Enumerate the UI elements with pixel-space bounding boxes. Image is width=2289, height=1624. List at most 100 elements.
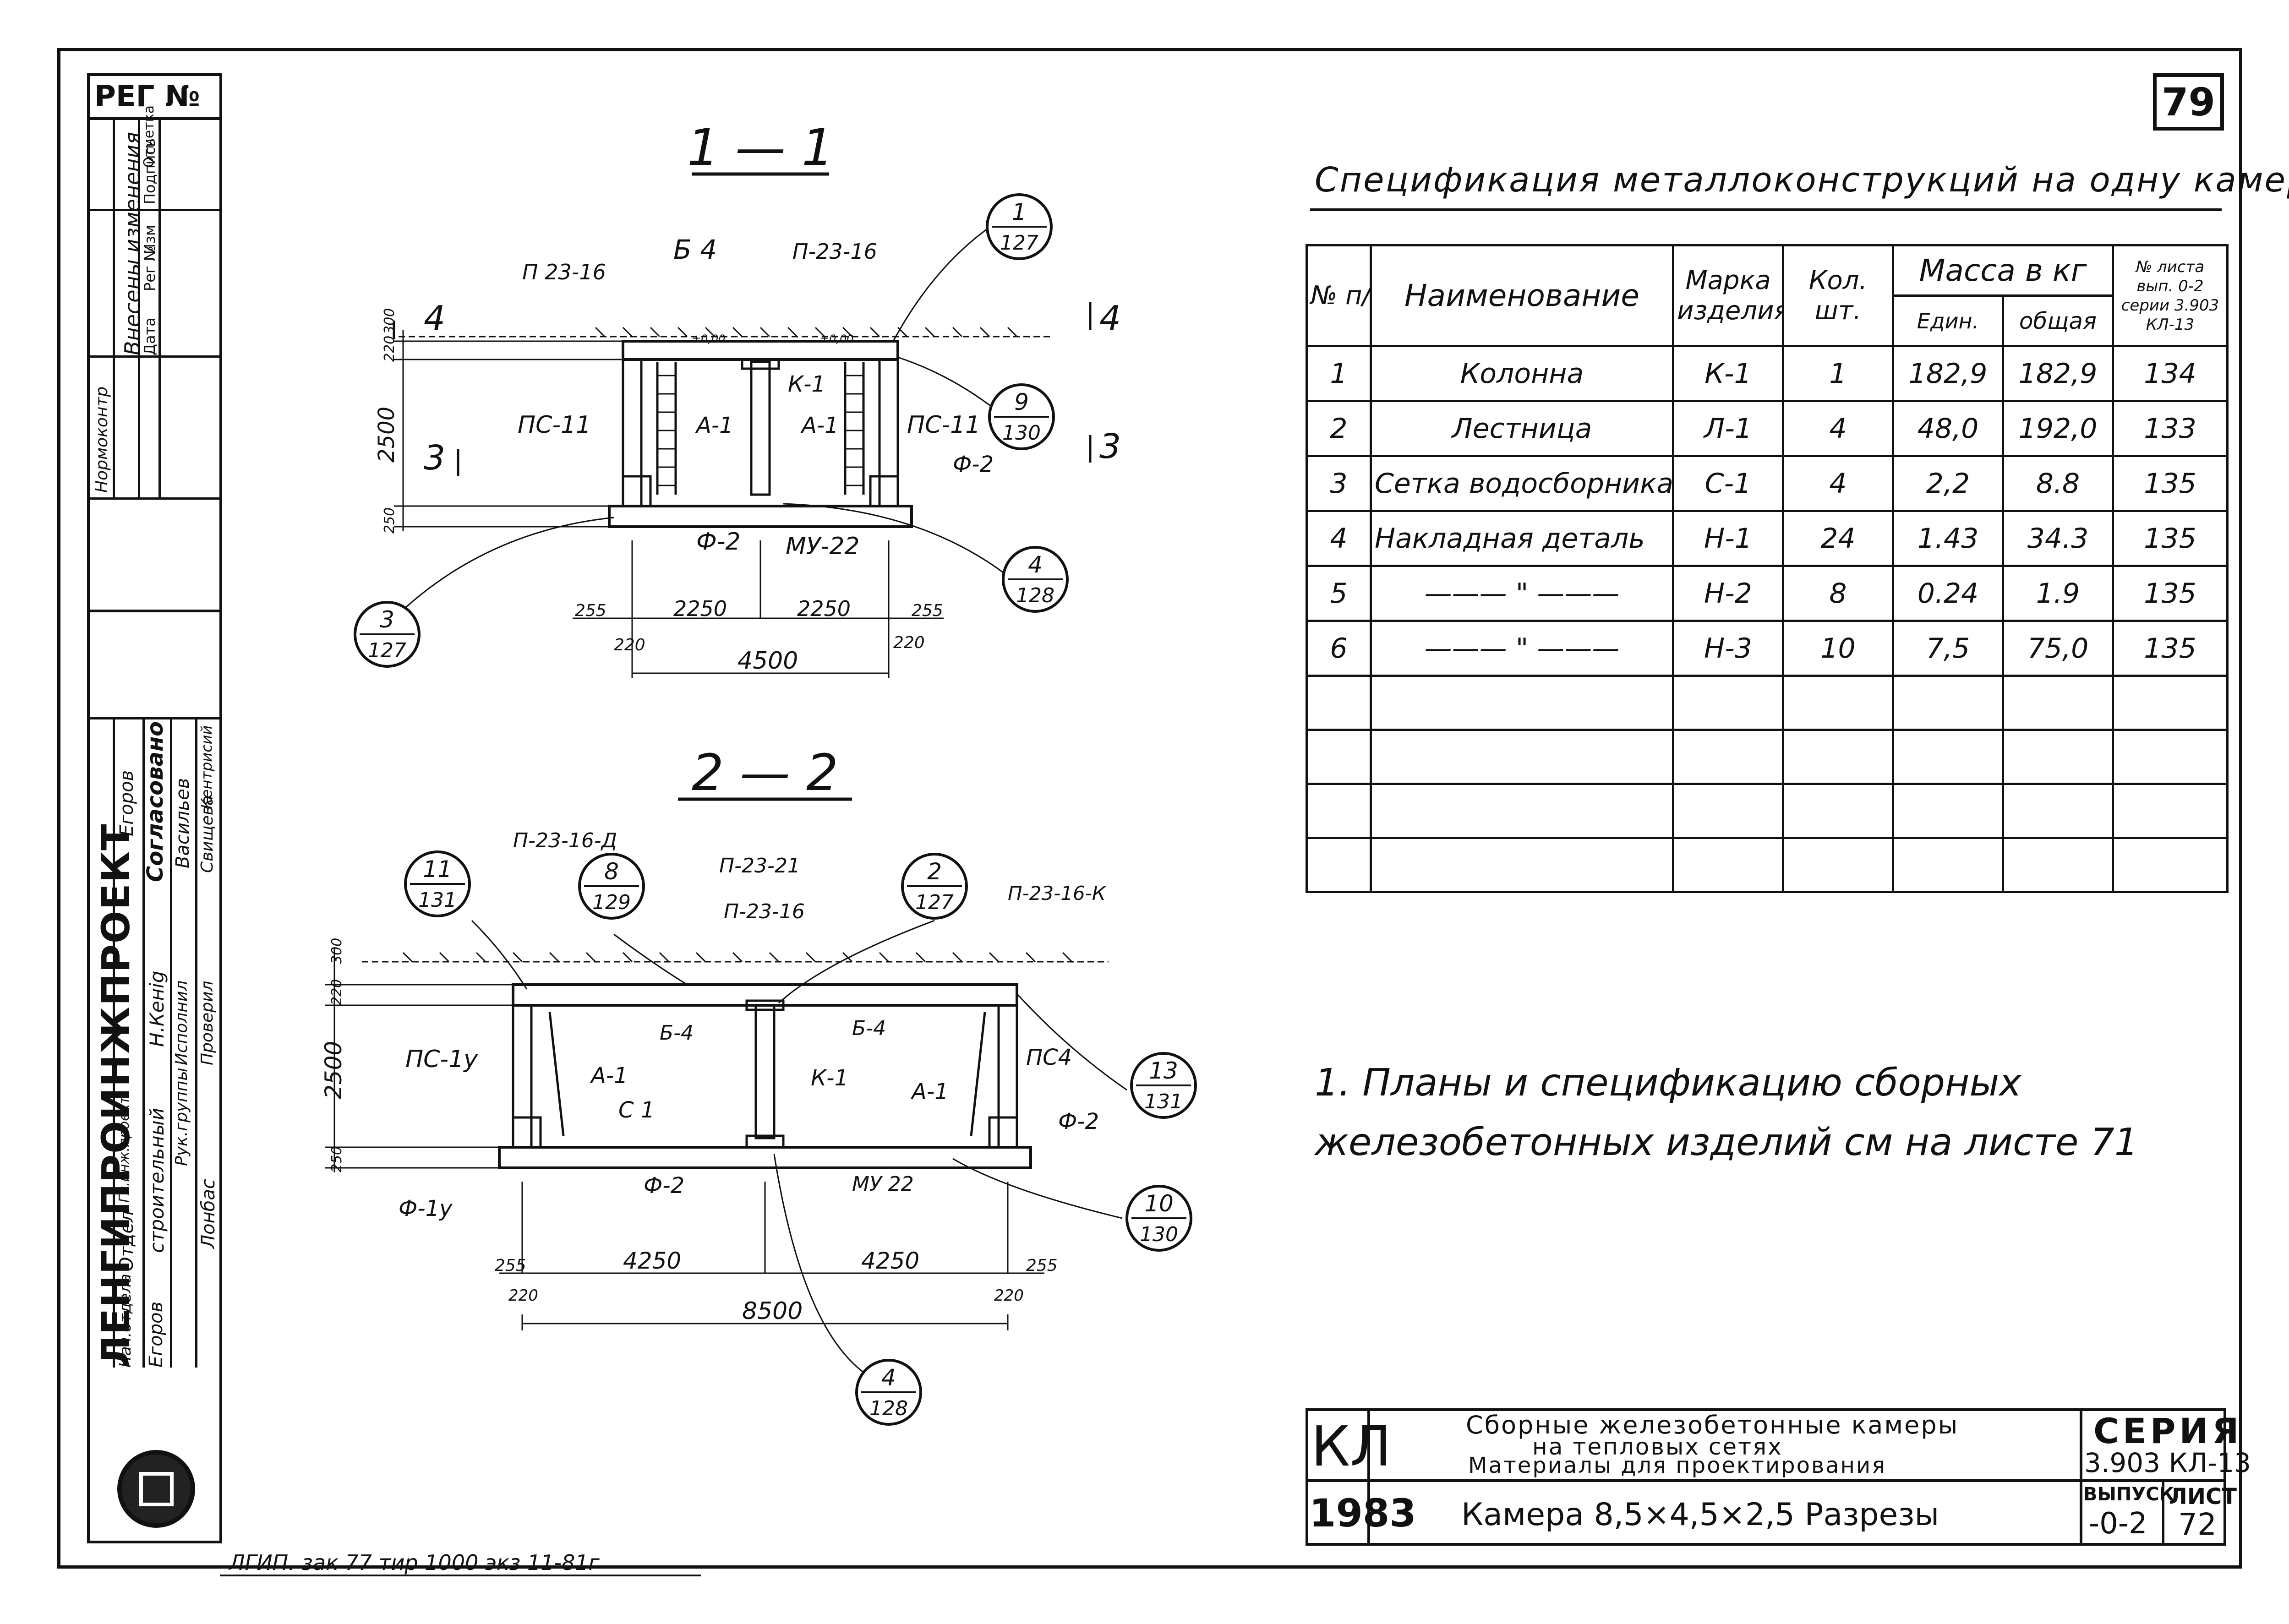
sheet-value: 72	[2178, 1507, 2217, 1542]
spec-cell-sheet: 135	[2112, 620, 2229, 677]
table-row: 1 Колонна К-1 1 182,9 182,9 134	[1306, 345, 2229, 402]
callout-s1-1-sheet: 127	[1000, 231, 1038, 255]
callout-s2-4-num: 13	[1149, 1057, 1178, 1084]
s1-dim-250v: 250	[382, 507, 398, 534]
s1-dim-220v: 220	[382, 336, 398, 362]
table-row-empty	[1306, 783, 2229, 839]
table-row: 4 Накладная деталь Н-1 24 1.43 34.3 135	[1306, 510, 2229, 567]
callout-s1-4-num: 3	[380, 606, 394, 633]
callout-s2-6-sheet: 128	[869, 1397, 908, 1420]
spec-cell-total: 75,0	[2002, 620, 2114, 677]
callout-s2-3-sheet: 127	[915, 891, 954, 914]
s1-label-a1a: А-1	[695, 413, 733, 438]
s2-label-p2316k: П-23-16-К	[1008, 882, 1107, 905]
callout-s2-3-num: 2	[927, 858, 942, 885]
section-1-title: 1 — 1	[687, 118, 834, 177]
s1-cut-4b: 4	[1099, 299, 1121, 338]
spec-cell-name: Накладная деталь	[1370, 510, 1674, 567]
s1-cut-4a: 4	[424, 299, 445, 338]
spec-cell-total: 182,9	[2002, 345, 2114, 402]
spec-header-no: № п/п	[1306, 244, 1372, 347]
callout-s1-2-sheet: 130	[1002, 421, 1041, 445]
callout-s2-2-num: 8	[604, 858, 619, 885]
s1-label-a1b: А-1	[800, 413, 839, 438]
title-block	[1306, 1408, 2226, 1546]
spec-cell-mark: К-1	[1672, 345, 1784, 402]
s1-level-b: ±0,00	[820, 332, 854, 345]
side-stamp: РЕГ № Внесены изменения Нормоконтр Дата …	[87, 73, 222, 1543]
s1-dim-2250a: 2250	[673, 596, 727, 621]
s1-dim-255b: 255	[912, 601, 943, 620]
s1-dim-255a: 255	[575, 601, 606, 620]
issue-value: -0-2	[2089, 1507, 2147, 1541]
s2-dim-2500v: 2500	[320, 1041, 347, 1099]
s1-dim-2250b: 2250	[797, 596, 851, 621]
sheet-number: 79	[2153, 73, 2224, 131]
spec-cell-qty: 4	[1782, 455, 1894, 512]
callout-s2-5-num: 10	[1144, 1190, 1174, 1217]
callout-s2-1-sheet: 131	[418, 888, 457, 912]
s2-label-ps1y: ПС-1у	[405, 1046, 478, 1073]
spec-cell-mark: Н-1	[1672, 510, 1784, 567]
reg-cell: РЕГ №	[90, 76, 219, 120]
title-sheet-name: Камера 8,5×4,5×2,5 Разрезы	[1461, 1497, 1939, 1533]
spec-cell-no: 3	[1306, 455, 1372, 512]
s1-cut-3a: 3	[424, 438, 445, 478]
spec-cell-total: 1.9	[2002, 565, 2114, 622]
changes-block: Внесены изменения Нормоконтр Дата Рег № …	[90, 105, 219, 612]
s2-label-c1: С 1	[618, 1097, 655, 1123]
spec-cell-unit: 1.43	[1892, 510, 2004, 567]
s2-dim-4250a: 4250	[623, 1248, 681, 1274]
s1-dim-220b: 220	[893, 633, 925, 652]
table-row: 5 ——— " ——— Н-2 8 0.24 1.9 135	[1306, 565, 2229, 622]
spec-cell-name: ——— " ———	[1370, 620, 1674, 677]
s1-label-ps11a: ПС-11	[518, 411, 591, 439]
callout-s1-2-num: 9	[1014, 389, 1029, 415]
spec-cell-unit: 7,5	[1892, 620, 2004, 677]
print-footer: ЛГИП. зак 77 тир 1000 экз 11-81г	[229, 1550, 600, 1575]
s2-label-a1b: А-1	[910, 1079, 949, 1105]
series-label: СЕРИЯ	[2093, 1411, 2243, 1451]
s1-label-f2a: Ф-2	[953, 452, 994, 477]
callout-s2-1-num: 11	[423, 856, 452, 883]
spec-cell-qty: 4	[1782, 400, 1894, 457]
title-line-1: Сборные железобетонные камеры	[1466, 1411, 1959, 1439]
s2-label-b4b: Б-4	[852, 1017, 886, 1040]
s1-label-b4: Б 4	[673, 234, 717, 265]
s2-label-f2b: Ф-2	[644, 1173, 684, 1199]
spec-header-name: Наименование	[1370, 244, 1674, 347]
table-row: 3 Сетка водосборника С-1 4 2,2 8.8 135	[1306, 455, 2229, 512]
s1-dim-2500v: 2500	[374, 407, 399, 463]
spec-header-mass-total: общая	[2002, 294, 2114, 347]
spec-header-qty: Кол. шт.	[1782, 244, 1894, 347]
sections-drawing: 1 — 1 2 — 2 П 23-16 Б 4 П-23-16 ПС-11 А-…	[320, 118, 1197, 1426]
callout-s1-1-num: 1	[1012, 199, 1027, 225]
drawing-frame	[57, 48, 2242, 1569]
callout-s2-5-sheet: 130	[1140, 1223, 1178, 1246]
spec-cell-unit: 2,2	[1892, 455, 2004, 512]
s1-label-p2316b: П-23-16	[792, 239, 877, 264]
spec-table: № п/п Наименование Марка изделия Кол. шт…	[1306, 244, 2229, 893]
callout-s2-4-sheet: 131	[1144, 1090, 1183, 1113]
spec-cell-name: Лестница	[1370, 400, 1674, 457]
spec-cell-no: 4	[1306, 510, 1372, 567]
spec-cell-qty: 24	[1782, 510, 1894, 567]
table-row: 6 ——— " ——— Н-3 10 7,5 75,0 135	[1306, 620, 2229, 677]
spec-cell-name: ——— " ———	[1370, 565, 1674, 622]
s1-dim-300v: 300	[382, 308, 398, 334]
s2-label-f1y: Ф-1у	[399, 1196, 453, 1221]
s2-dim-300v: 300	[329, 938, 345, 964]
s2-label-p2321: П-23-21	[719, 854, 800, 877]
table-row-empty	[1306, 729, 2229, 785]
spec-cell-name: Сетка водосборника	[1370, 455, 1674, 512]
spec-cell-mark: Л-1	[1672, 400, 1784, 457]
table-row: 2 Лестница Л-1 4 48,0 192,0 133	[1306, 400, 2229, 457]
s2-label-f2a: Ф-2	[1058, 1109, 1099, 1134]
table-row-empty	[1306, 675, 2229, 731]
s1-label-f2b: Ф-2	[696, 528, 741, 556]
title-code: КЛ	[1311, 1415, 1392, 1479]
spec-cell-sheet: 135	[2112, 510, 2229, 567]
s2-dim-255a: 255	[495, 1256, 526, 1275]
title-year: 1983	[1309, 1491, 1416, 1536]
s1-level-a: ±0,00	[692, 332, 726, 345]
